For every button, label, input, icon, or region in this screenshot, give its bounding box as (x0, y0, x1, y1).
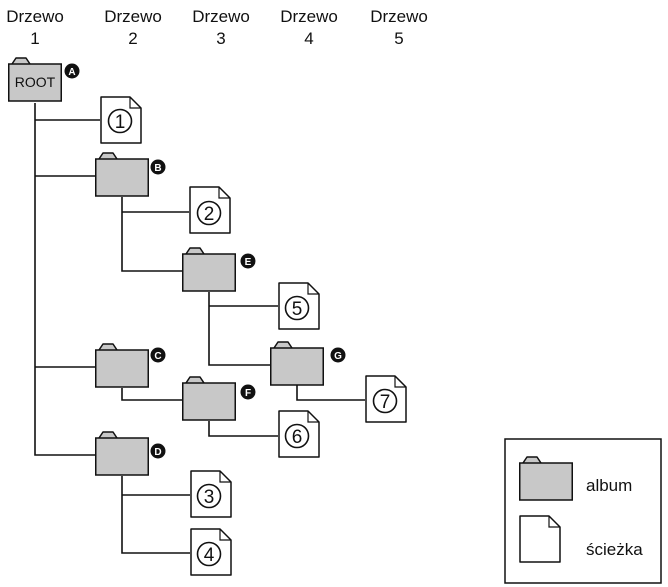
folder-badge-g-label: G (334, 351, 342, 362)
folder-badge-b-label: B (154, 163, 161, 174)
track-5[interactable]: 5 (278, 282, 320, 330)
track-number-circle (372, 388, 398, 414)
folder-icon (95, 431, 149, 476)
track-number: 3 (204, 487, 215, 508)
track-number-circle (107, 108, 133, 134)
track-number: 6 (292, 427, 303, 448)
track-number-circle (196, 541, 222, 567)
tree-level-label: Drzewo (280, 7, 338, 26)
tree-level-number: 1 (30, 29, 40, 48)
folder-f[interactable]: F (182, 376, 256, 421)
folder-e[interactable]: E (182, 247, 256, 292)
track-3[interactable]: 3 (190, 470, 232, 518)
tree-level-2-header: Drzewo 2 (98, 6, 168, 50)
legend-album-icon (519, 456, 573, 501)
tree-level-label: Drzewo (104, 7, 162, 26)
track-number-circle (284, 295, 310, 321)
tree-level-5-header: Drzewo 5 (364, 6, 434, 50)
folder-d[interactable]: D (95, 431, 166, 476)
folder-badge-e (240, 253, 256, 269)
folder-badge-f-label: F (245, 388, 251, 399)
folder-badge-f (240, 384, 256, 400)
folder-badge-b (150, 159, 166, 175)
folder-badge-e-label: E (245, 257, 252, 268)
track-number-circle (284, 423, 310, 449)
folder-badge-a (64, 63, 80, 79)
folder-badge-c (150, 347, 166, 363)
legend-track-label: ścieżka (586, 540, 643, 559)
folder-badge-d (150, 443, 166, 459)
track-1[interactable]: 1 (100, 96, 142, 144)
track-number-circle (196, 483, 222, 509)
root-label: ROOT (15, 74, 56, 90)
track-number: 1 (115, 112, 126, 133)
track-2[interactable]: 2 (189, 186, 231, 234)
folder-badge-d-label: D (154, 447, 161, 458)
tree-level-1-header: Drzewo 1 (0, 6, 70, 50)
track-6[interactable]: 6 (278, 410, 320, 458)
folder-badge-c-label: C (154, 351, 161, 362)
track-number: 4 (204, 545, 215, 566)
track-7[interactable]: 7 (365, 375, 407, 423)
tree-level-number: 2 (128, 29, 138, 48)
legend-track-icon (519, 515, 561, 563)
legend: album ścieżka (504, 438, 662, 584)
tree-level-label: Drzewo (192, 7, 250, 26)
track-number-circle (196, 200, 222, 226)
tree-level-label: Drzewo (370, 7, 428, 26)
legend-album-label: album (586, 476, 632, 495)
root-folder[interactable]: ROOT A (8, 57, 80, 102)
tree-level-label: Drzewo (6, 7, 64, 26)
tree-level-number: 4 (304, 29, 314, 48)
tree-level-number: 3 (216, 29, 226, 48)
folder-icon (95, 152, 149, 197)
folder-badge-g (330, 347, 346, 363)
folder-g[interactable]: G (270, 341, 346, 386)
tree-level-4-header: Drzewo 4 (274, 6, 344, 50)
track-number: 7 (380, 392, 391, 413)
folder-c[interactable]: C (95, 343, 166, 388)
folder-b[interactable]: B (95, 152, 166, 197)
tree-level-3-header: Drzewo 3 (186, 6, 256, 50)
track-number: 5 (292, 299, 303, 320)
folder-icon (182, 376, 236, 421)
folder-icon (270, 341, 324, 386)
folder-badge-a-label: A (68, 67, 75, 78)
tree-level-number: 5 (394, 29, 404, 48)
folder-icon (182, 247, 236, 292)
track-number: 2 (204, 204, 215, 225)
track-4[interactable]: 4 (190, 528, 232, 576)
tree-connector-lines (34, 103, 365, 554)
folder-icon (95, 343, 149, 388)
